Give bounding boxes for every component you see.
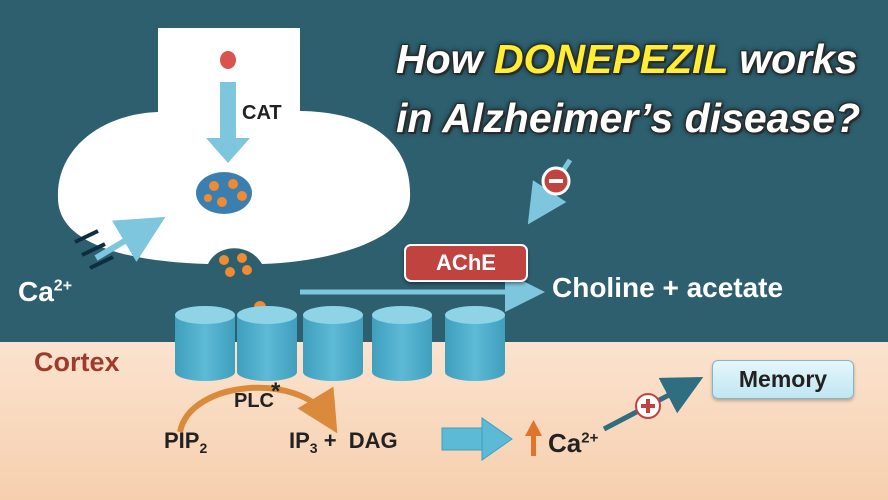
plc-asterisk: * [271, 378, 281, 405]
pip2-label: PIP2 [164, 428, 208, 456]
calcium-influx [74, 216, 166, 270]
memory-activation [602, 377, 704, 432]
receptors [175, 306, 505, 381]
released-acetylcholine [219, 253, 266, 313]
cat-label: CAT [242, 102, 282, 124]
cortex-label: Cortex [34, 347, 120, 377]
receptor [303, 306, 363, 381]
receptor [237, 306, 297, 381]
plc-arrow [177, 384, 338, 434]
choline-acetate-label: Choline + acetate [552, 272, 784, 303]
calcium-label-left: Ca2+ [18, 276, 73, 307]
title-suffix: works [727, 36, 858, 82]
title-prefix: How [396, 36, 494, 82]
ache-enzyme-label: AChE [404, 244, 528, 282]
increase-arrow-icon [525, 420, 542, 456]
donepezil-inhibition [527, 158, 573, 225]
title-line-2: in Alzheimer’s disease? [396, 95, 861, 141]
ip3-dag-label: IP3 + DAG [289, 428, 398, 456]
calcium-label-right: Ca2+ [548, 428, 599, 458]
receptor [175, 306, 235, 381]
receptor [372, 306, 432, 381]
plc-label: PLC [234, 390, 274, 412]
memory-label: Memory [712, 360, 854, 399]
receptor [445, 306, 505, 381]
cat-arrow [206, 82, 250, 163]
title-line-1: How DONEPEZIL works [396, 36, 858, 83]
choline-dot [220, 51, 236, 69]
vesicle [196, 172, 252, 214]
signal-arrow [441, 417, 513, 461]
title-drug-name: DONEPEZIL [493, 36, 728, 82]
